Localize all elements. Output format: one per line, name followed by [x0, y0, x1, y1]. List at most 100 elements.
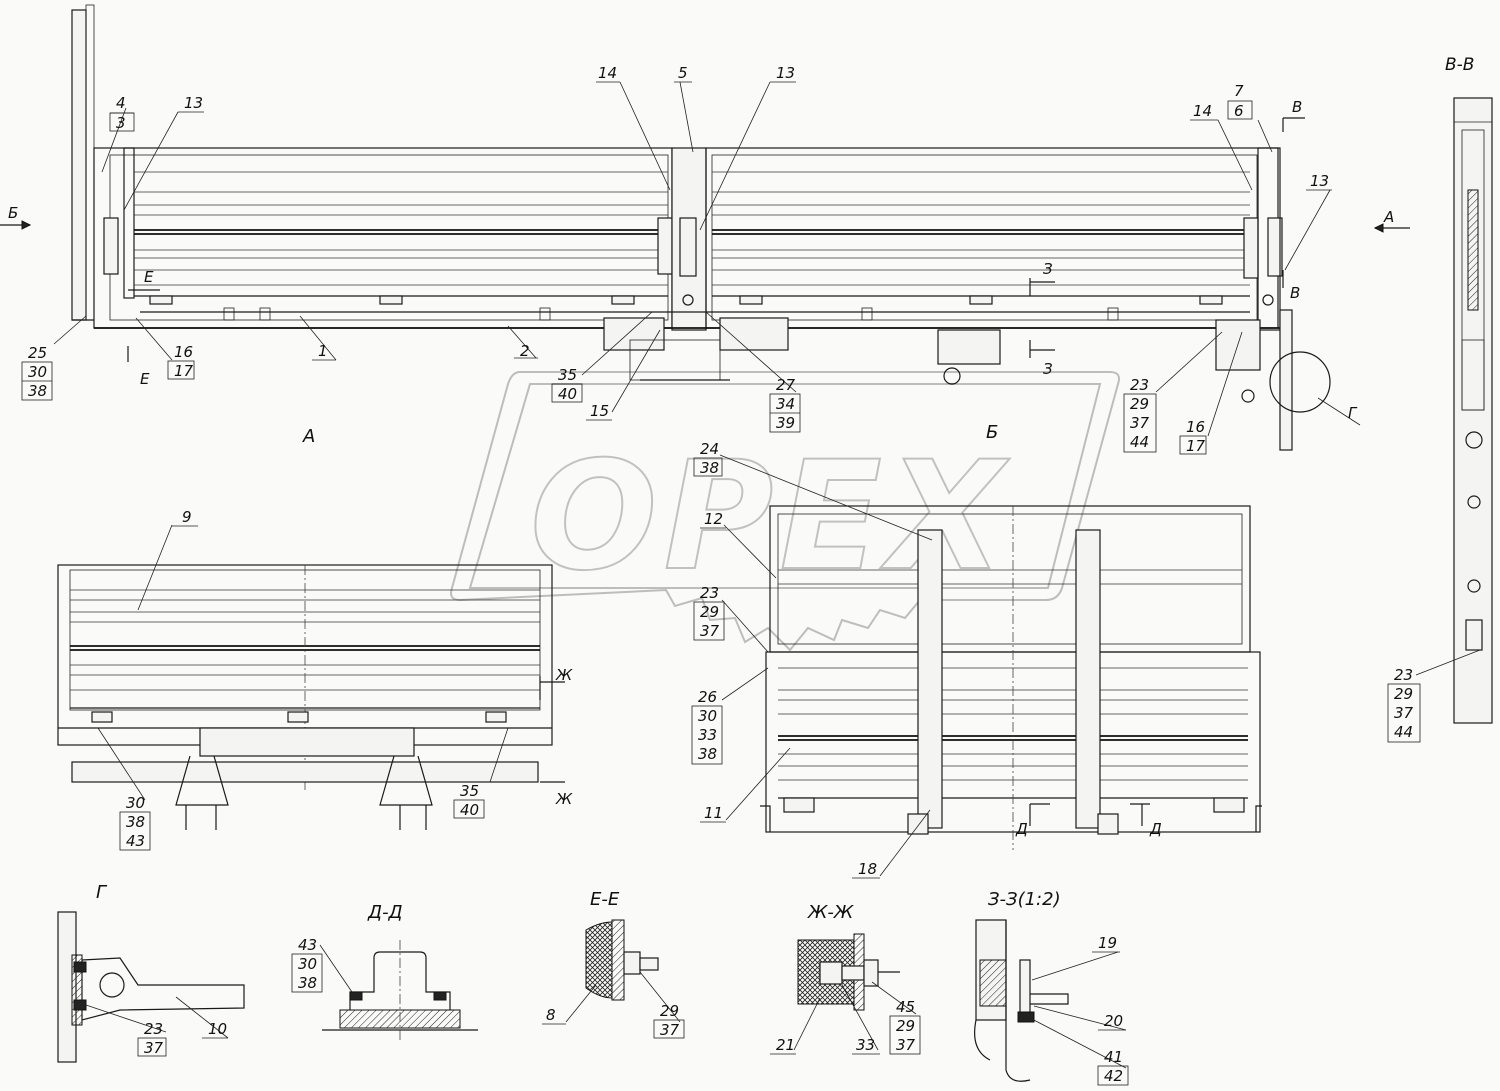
- svg-text:43: 43: [298, 936, 317, 954]
- callout-35-40b: 35 40: [453, 782, 485, 819]
- title-section-vv: В-В: [1445, 55, 1474, 75]
- svg-text:25: 25: [28, 344, 47, 362]
- view-b: [760, 505, 1262, 850]
- svg-text:44: 44: [1130, 433, 1149, 451]
- svg-text:29: 29: [1130, 395, 1149, 413]
- callout-4-3: 4 3: [109, 94, 135, 132]
- svg-text:19: 19: [1098, 934, 1117, 952]
- callout-16-17b: 16 17: [1179, 418, 1207, 455]
- svg-text:8: 8: [546, 1006, 556, 1024]
- main-side-view: [71, 4, 1331, 451]
- svg-text:30: 30: [28, 363, 47, 381]
- callout-20: 20: [1098, 1012, 1126, 1031]
- callout-23a: 23 29 37 44: [1123, 376, 1157, 453]
- svg-text:23: 23: [1394, 666, 1413, 684]
- callout-14a: 14: [596, 64, 620, 83]
- callout-27: 27 34 39: [769, 376, 801, 433]
- svg-text:15: 15: [590, 402, 609, 420]
- svg-text:23: 23: [144, 1020, 163, 1038]
- view-a: [57, 564, 553, 830]
- right-panel-slats: [712, 171, 1250, 297]
- callout-12: 12: [700, 510, 726, 529]
- marker-v-bottom: В: [1290, 284, 1300, 302]
- callout-14b: 14: [1190, 102, 1218, 121]
- title-view-b: Б: [986, 422, 998, 443]
- callout-25: 25 30 38: [21, 344, 53, 401]
- callout-26: 26 30 33 38: [691, 688, 723, 765]
- svg-text:44: 44: [1394, 723, 1413, 741]
- svg-text:41: 41: [1104, 1048, 1123, 1066]
- svg-text:39: 39: [776, 414, 795, 432]
- svg-text:27: 27: [776, 376, 796, 394]
- marker-e-top: Е: [144, 268, 154, 286]
- svg-text:37: 37: [144, 1039, 164, 1057]
- marker-d-left: Д: [1015, 820, 1028, 838]
- svg-text:21: 21: [776, 1036, 795, 1054]
- callout-15: 15: [586, 402, 612, 421]
- svg-text:34: 34: [776, 395, 795, 413]
- svg-text:37: 37: [1130, 414, 1150, 432]
- svg-text:29: 29: [1394, 685, 1413, 703]
- svg-text:24: 24: [700, 440, 719, 458]
- callout-18: 18: [852, 860, 880, 879]
- callout-30: 30 38 43: [119, 794, 151, 851]
- svg-text:14: 14: [598, 64, 617, 82]
- section-vv: [1453, 97, 1493, 724]
- section-arrows: [0, 117, 1410, 826]
- title-section-ee: Е-Е: [590, 889, 620, 910]
- svg-text:33: 33: [856, 1036, 875, 1054]
- svg-text:23: 23: [1130, 376, 1149, 394]
- svg-text:35: 35: [558, 366, 577, 384]
- callout-2: 2: [514, 342, 538, 360]
- svg-text:2: 2: [520, 342, 530, 360]
- section-dd: [322, 940, 478, 1040]
- svg-text:18: 18: [858, 860, 877, 878]
- svg-text:30: 30: [126, 794, 145, 812]
- svg-text:13: 13: [1310, 172, 1329, 190]
- callout-10: 10: [202, 1020, 228, 1039]
- detail-g: [57, 911, 245, 1063]
- title-section-zhzh: Ж-Ж: [807, 902, 854, 923]
- svg-text:4: 4: [116, 94, 126, 112]
- svg-text:37: 37: [700, 622, 720, 640]
- svg-text:17: 17: [1186, 437, 1206, 455]
- callout-33: 33: [852, 1036, 880, 1055]
- svg-text:35: 35: [460, 782, 479, 800]
- marker-v-top: В: [1292, 98, 1302, 116]
- svg-text:7: 7: [1234, 82, 1244, 100]
- callout-13b: 13: [770, 64, 796, 83]
- svg-text:38: 38: [28, 382, 47, 400]
- svg-text:38: 38: [700, 459, 719, 477]
- svg-text:1: 1: [318, 342, 328, 360]
- callout-11: 11: [700, 804, 726, 823]
- callout-35-40a: 35 40: [551, 366, 583, 403]
- svg-text:30: 30: [298, 955, 317, 973]
- svg-text:40: 40: [460, 801, 479, 819]
- svg-text:40: 40: [558, 385, 577, 403]
- svg-text:11: 11: [704, 804, 723, 822]
- callout-1: 1: [312, 342, 336, 361]
- svg-text:26: 26: [698, 688, 717, 706]
- title-section-dd: Д-Д: [367, 902, 403, 923]
- svg-text:20: 20: [1104, 1012, 1123, 1030]
- svg-text:29: 29: [700, 603, 719, 621]
- callout-23d: 23 37: [137, 1020, 167, 1057]
- marker-a-right: А: [1383, 208, 1394, 226]
- marker-z-bottom: З: [1043, 360, 1053, 378]
- svg-text:17: 17: [174, 362, 194, 380]
- svg-text:38: 38: [298, 974, 317, 992]
- svg-text:23: 23: [700, 584, 719, 602]
- section-letters: Б А В В Е Е З З Ж Ж Д Д Г: [8, 98, 1394, 838]
- callout-23b: 23 29 37: [693, 584, 725, 641]
- svg-text:10: 10: [208, 1020, 227, 1038]
- svg-text:43: 43: [126, 832, 145, 850]
- title-section-zz: З-З(1:2): [988, 889, 1061, 910]
- svg-text:29: 29: [896, 1017, 915, 1035]
- svg-text:6: 6: [1234, 102, 1244, 120]
- callout-19: 19: [1092, 934, 1120, 953]
- marker-e-bottom: Е: [140, 370, 150, 388]
- svg-text:42: 42: [1104, 1067, 1123, 1085]
- svg-text:37: 37: [660, 1021, 680, 1039]
- marker-b-left: Б: [8, 204, 18, 222]
